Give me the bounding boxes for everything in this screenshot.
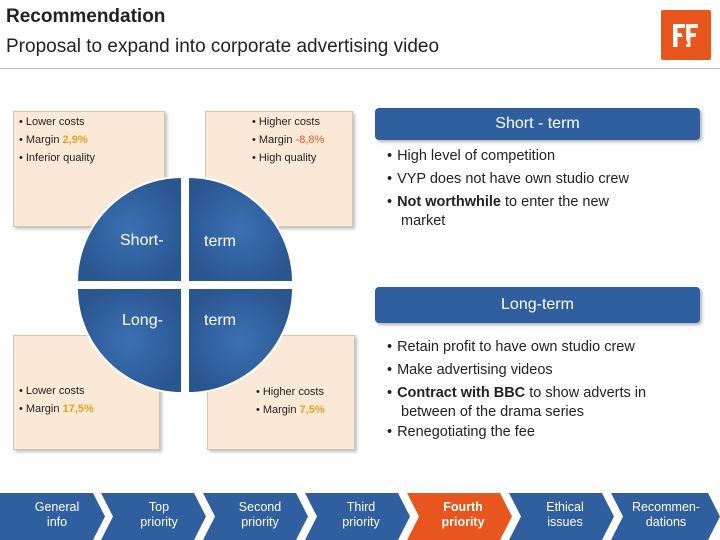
list-item: High quality — [252, 149, 324, 167]
quadrant-bottom-right — [187, 287, 294, 394]
nav-chevron-third-priority — [305, 493, 410, 540]
list-item: Inferior quality — [19, 149, 95, 167]
margin-value: 17,5% — [62, 403, 94, 415]
page-subtitle: Proposal to expand into corporate advert… — [6, 36, 440, 57]
header-divider — [0, 68, 720, 69]
list-item: Margin 17,5% — [19, 400, 94, 418]
quadrant-top-left — [76, 176, 183, 283]
list-item: Make advertising videos — [387, 359, 707, 382]
quadrant-bottom-left — [76, 287, 183, 394]
nav-chevron-top-priority — [101, 493, 206, 540]
circle-long-right: term — [204, 312, 236, 329]
bottom-left-list: Lower costs Margin 17,5% — [19, 382, 94, 418]
nav-item-recommendations[interactable]: Recommen-dations — [631, 500, 701, 529]
long-term-header: Long-term — [375, 287, 700, 323]
long-term-list: Retain profit to have own studio crew Ma… — [387, 336, 707, 444]
margin-value: 7,5% — [299, 404, 325, 416]
short-term-list: High level of competition VYP does not h… — [387, 145, 707, 230]
top-left-list: Lower costs Margin 2,9% Inferior quality — [19, 113, 95, 167]
nav-chevron-fourth-priority — [407, 493, 512, 540]
term-circle: Short- term Long- term — [76, 176, 294, 394]
circle-short-right: term — [204, 233, 236, 250]
nav-chevron-second-priority — [203, 493, 308, 540]
circle-short-left: Short- — [120, 232, 164, 249]
nav-chevron-recommendations — [611, 493, 720, 540]
list-item: Retain profit to have own studio crew — [387, 336, 707, 359]
list-item: High level of competition — [387, 145, 707, 168]
list-item: Margin 2,9% — [19, 131, 95, 149]
list-item: Lower costs — [19, 382, 94, 400]
bottom-right-list: Higher costs Margin 7,5% — [256, 383, 325, 419]
nav-chevron-general-info — [0, 493, 105, 540]
top-right-list: Higher costs Margin -8,8% High quality — [252, 113, 324, 167]
quadrant-top-right — [187, 176, 294, 283]
margin-value: 2,9% — [62, 134, 88, 146]
list-item: Margin 7,5% — [256, 401, 325, 419]
list-item: Margin -8,8% — [252, 131, 324, 149]
margin-value: -8,8% — [295, 134, 325, 146]
list-item: VYP does not have own studio crew — [387, 168, 707, 191]
nav-chevron-ethical-issues — [509, 493, 614, 540]
short-term-header: Short - term — [375, 108, 700, 140]
ff-logo-icon — [661, 10, 711, 60]
circle-long-left: Long- — [122, 312, 163, 329]
list-item: Renegotiating the fee — [387, 421, 707, 444]
list-item: Lower costs — [19, 113, 95, 131]
page-title: Recommendation — [6, 6, 166, 27]
list-item: Contract with BBC to show adverts inbetw… — [387, 382, 707, 421]
list-item: Higher costs — [256, 383, 325, 401]
list-item: Higher costs — [252, 113, 324, 131]
